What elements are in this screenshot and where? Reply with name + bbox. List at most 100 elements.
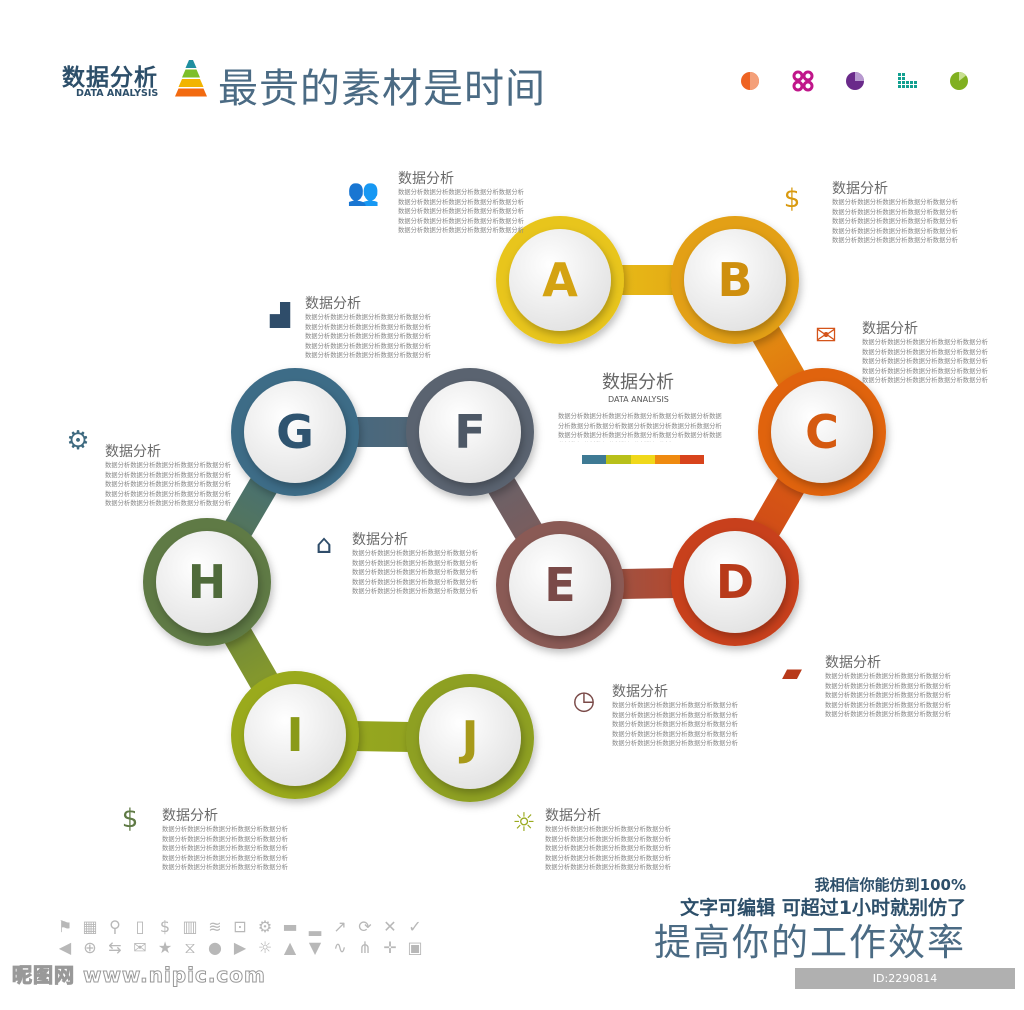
brand-subtitle: DATA ANALYSIS	[76, 88, 159, 99]
sitemap-icon: ⋔	[358, 938, 372, 957]
node-letter: A	[542, 253, 578, 307]
node-f: F	[406, 368, 534, 496]
flag-icon: ⚑	[57, 917, 73, 936]
node-d: D	[671, 518, 799, 646]
upload-icon: ▲	[283, 938, 297, 957]
speech-bubble-icon: ▰	[782, 660, 802, 686]
lock-icon: ⊡	[233, 917, 247, 936]
calendar-money-icon: ▣	[407, 938, 423, 957]
node-a: A	[496, 216, 624, 344]
footer-line-1: 我相信你能仿到100%	[814, 876, 966, 894]
footer-line-2: 文字可编辑 可超过1小时就别仿了	[680, 897, 966, 919]
block-title: 数据分析	[352, 532, 408, 548]
pyramid-icon	[175, 60, 207, 97]
block-body: 数据分析数据分析数据分析数据分析数据分析数据分析数据分析数据分析数据分析数据分析…	[352, 550, 478, 596]
block-body: 数据分析数据分析数据分析数据分析数据分析数据分析数据分析数据分析数据分析数据分析…	[105, 462, 231, 508]
node-face	[684, 229, 786, 331]
color-bar-segment	[606, 455, 631, 464]
color-bar	[582, 455, 705, 464]
half-pie-icon	[741, 72, 759, 90]
hourglass-icon: ⧖	[184, 938, 196, 957]
pie-slice-icon	[950, 72, 968, 90]
color-bar-segment	[582, 455, 607, 464]
bulb-icon: ☼	[257, 938, 273, 957]
pie-chart-icon	[846, 72, 864, 90]
four-rings-icon	[792, 70, 814, 92]
node-face	[244, 684, 346, 786]
center-subtitle: DATA ANALYSIS	[608, 395, 669, 404]
block-title: 数据分析	[832, 181, 888, 197]
node-face	[771, 381, 873, 483]
icon-sheet-row-1: ⚑▦⚲▯$▥≋⊡⚙▬▂↗⟳✕✓	[55, 918, 425, 936]
block-title: 数据分析	[612, 684, 668, 700]
block-body: 数据分析数据分析数据分析数据分析数据分析数据分析数据分析数据分析数据分析数据分析…	[162, 826, 288, 872]
node-letter: E	[544, 558, 575, 612]
close-icon: ✕	[383, 917, 397, 936]
video-icon: ▶	[233, 938, 247, 957]
block-title: 数据分析	[305, 296, 361, 312]
node-b: B	[671, 216, 799, 344]
node-j: J	[406, 674, 534, 802]
trash-icon: ▥	[182, 917, 198, 936]
swap-icon: ⇆	[108, 938, 122, 957]
search-icon: ⚲	[109, 917, 121, 936]
star-icon: ★	[157, 938, 173, 957]
node-letter: B	[717, 253, 752, 307]
node-face	[419, 687, 521, 789]
center-title: 数据分析	[602, 372, 674, 393]
wifi-icon: ≋	[208, 917, 222, 936]
node-h: H	[143, 518, 271, 646]
briefcase-icon: ▬	[282, 917, 298, 936]
node-face	[509, 534, 611, 636]
node-letter: G	[276, 405, 314, 459]
pyramid-layer	[185, 60, 197, 68]
block-title: 数据分析	[545, 808, 601, 824]
block-body: 数据分析数据分析数据分析数据分析数据分析数据分析数据分析数据分析数据分析数据分析…	[545, 826, 671, 872]
dollar-icon: $	[159, 917, 171, 936]
brand-title: 数据分析	[62, 65, 158, 91]
money-icon: $	[783, 186, 801, 212]
house-icon: ⌂	[315, 532, 333, 558]
node-letter: C	[805, 405, 839, 459]
color-bar-segment	[655, 455, 680, 464]
block-body: 数据分析数据分析数据分析数据分析数据分析数据分析数据分析数据分析数据分析数据分析…	[612, 702, 738, 748]
headline: 最贵的素材是时间	[218, 66, 546, 112]
center-body: 数据分析数据分析数据分析数据分析数据分析数据分析数据分析数据分析数据分析数据分析…	[558, 413, 722, 442]
footer-line-3: 提高你的工作效率	[654, 921, 966, 964]
icon-sheet-row-2: ◀ ⊕ ⇆ ✉ ★ ⧖ ● ▶ ☼ ▲ ▼ ∿ ⋔ ✛ ▣	[55, 939, 425, 957]
block-body: 数据分析数据分析数据分析数据分析数据分析数据分析数据分析数据分析数据分析数据分析…	[832, 199, 958, 245]
node-letter: F	[454, 405, 485, 459]
lightbulb-icon: ☼	[512, 810, 536, 836]
graph-icon: ∿	[333, 938, 347, 957]
trend-icon: ↗	[333, 917, 347, 936]
watermark-id: ID:2290814 NO:20171027023211831000	[795, 968, 1015, 1006]
node-face	[419, 381, 521, 483]
pyramid-layer	[182, 69, 200, 78]
block-title: 数据分析	[105, 444, 161, 460]
node-letter: I	[286, 708, 303, 762]
megaphone-icon: ◀	[58, 938, 72, 957]
node-g: G	[231, 368, 359, 496]
mail-icon: ✉	[815, 323, 837, 349]
chat-people-icon: 👥	[347, 180, 379, 206]
block-body: 数据分析数据分析数据分析数据分析数据分析数据分析数据分析数据分析数据分析数据分析…	[825, 673, 951, 719]
dot-matrix-icon	[898, 73, 917, 88]
bar-chart-icon: ▟	[270, 302, 290, 328]
globe-icon: ⊕	[83, 938, 97, 957]
watermark-site: 昵图网 www.nipic.com	[12, 963, 266, 988]
refresh-icon: ⟳	[358, 917, 372, 936]
mail-icon: ✉	[133, 938, 147, 957]
gears-icon: ⚙	[66, 428, 90, 454]
block-title: 数据分析	[398, 171, 454, 187]
block-body: 数据分析数据分析数据分析数据分析数据分析数据分析数据分析数据分析数据分析数据分析…	[305, 314, 431, 360]
gears-icon: ⚙	[257, 917, 273, 936]
calendar-icon: ▦	[82, 917, 98, 936]
download-icon: ▼	[308, 938, 322, 957]
node-face	[684, 531, 786, 633]
chat-icon: ●	[208, 938, 222, 957]
hand-dollar-icon: $	[121, 806, 139, 832]
node-c: C	[758, 368, 886, 496]
crosshair-icon: ✛	[383, 938, 397, 957]
block-title: 数据分析	[825, 655, 881, 671]
